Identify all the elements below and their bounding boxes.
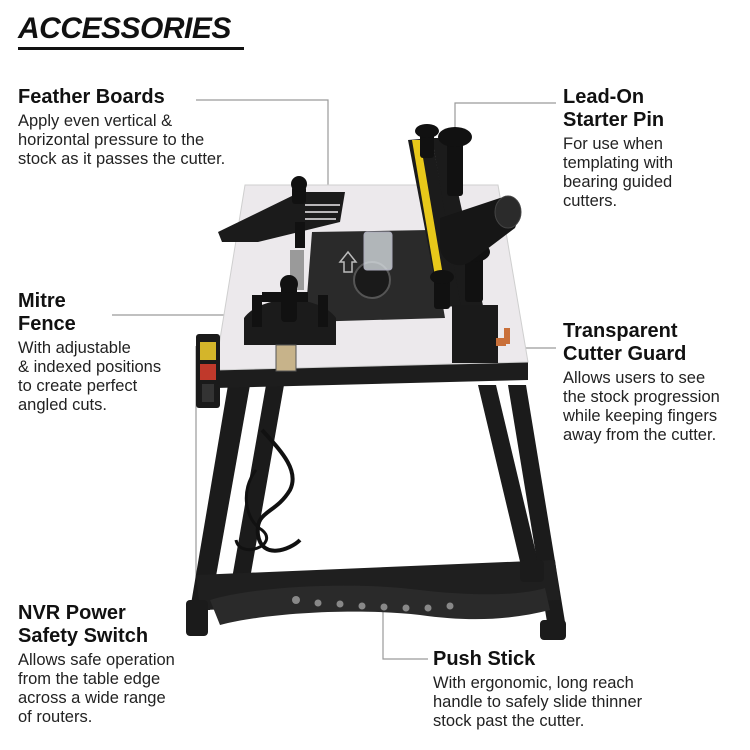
cutter-guard-description: Allows users to see the stock progressio… — [563, 369, 720, 444]
dust-port-icon — [440, 195, 522, 266]
lead-on-pin-description: For use when templating with bearing gui… — [563, 135, 674, 210]
callout-nvr-switch: NVR Power Safety Switch Allows safe oper… — [18, 602, 218, 727]
push-stick-icon — [210, 585, 550, 625]
nvr-switch-description: Allows safe operation from the table edg… — [18, 651, 175, 726]
push-stick-description: With ergonomic, long reach handle to saf… — [433, 674, 643, 730]
power-cable-icon — [255, 428, 302, 553]
lead-on-pin-heading: Lead-On Starter Pin — [563, 86, 665, 131]
cutter-guard-heading: Transparent Cutter Guard — [563, 320, 687, 365]
mitre-fence-heading: Mitre Fence — [18, 290, 76, 335]
feather-boards-description: Apply even vertical & horizontal pressur… — [18, 112, 226, 168]
feather-boards-heading: Feather Boards — [18, 86, 165, 108]
callout-lead-on-pin: Lead-On Starter Pin For use when templat… — [563, 86, 748, 211]
title-underline — [18, 47, 244, 50]
page-title: ACCESSORIES — [18, 12, 231, 45]
starter-pin-icon — [415, 124, 490, 309]
mitre-fence-icon — [244, 275, 336, 372]
nvr-switch-heading: NVR Power Safety Switch — [18, 602, 149, 647]
callout-feather-boards: Feather Boards Apply even vertical & hor… — [18, 86, 288, 169]
nvr-switch-icon — [196, 334, 220, 408]
push-stick-heading: Push Stick — [433, 648, 536, 670]
callout-cutter-guard: Transparent Cutter Guard Allows users to… — [563, 320, 748, 445]
callout-push-stick: Push Stick With ergonomic, long reach ha… — [433, 648, 733, 731]
cutter-guard-icon — [363, 231, 393, 271]
mitre-fence-description: With adjustable & indexed positions to c… — [18, 339, 162, 414]
callout-mitre-fence: Mitre Fence With adjustable & indexed po… — [18, 290, 193, 415]
